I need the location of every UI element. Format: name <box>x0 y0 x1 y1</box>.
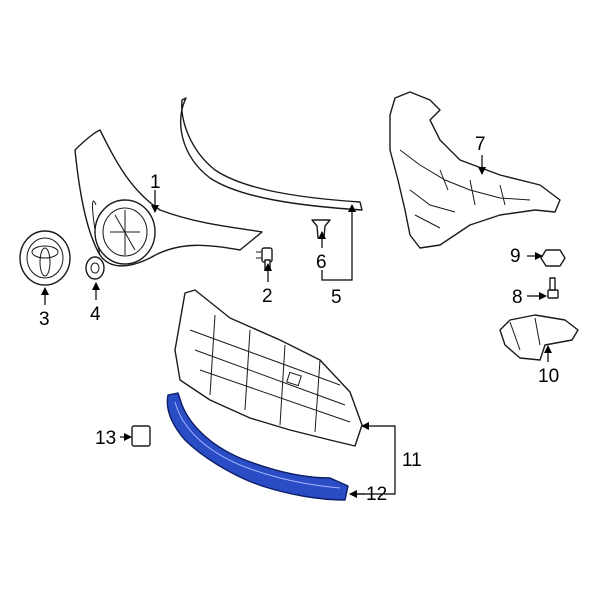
callout-9: 9 <box>510 246 521 267</box>
callout-12: 12 <box>366 484 387 505</box>
callout-13: 13 <box>95 428 116 449</box>
callout-7: 7 <box>475 134 486 155</box>
part-6-clip[interactable] <box>311 219 331 239</box>
part-7-support-bracket[interactable] <box>389 91 561 249</box>
callout-3: 3 <box>39 309 50 330</box>
callout-lines <box>41 155 552 498</box>
callout-4: 4 <box>90 304 101 325</box>
part-5-molding[interactable] <box>179 97 363 211</box>
part-4-washer[interactable] <box>85 256 105 280</box>
part-12-lower-spoiler[interactable] <box>166 392 349 501</box>
callout-10: 10 <box>538 366 559 387</box>
callout-6: 6 <box>316 252 327 273</box>
part-10-duct[interactable] <box>499 314 579 361</box>
part-11-lower-grille[interactable] <box>174 289 363 447</box>
callout-1: 1 <box>150 172 161 193</box>
part-8-stud[interactable] <box>547 277 559 299</box>
callout-2: 2 <box>262 286 273 307</box>
callout-8: 8 <box>512 287 523 308</box>
part-2-bolt[interactable] <box>256 247 273 271</box>
part-1-grille-cover[interactable] <box>74 129 263 267</box>
part-3-emblem[interactable] <box>19 230 71 286</box>
part-13-cap[interactable] <box>131 425 151 447</box>
callout-labels: 1 2 3 4 5 6 7 8 9 10 11 12 13 <box>39 134 559 505</box>
callout-11: 11 <box>402 450 422 471</box>
part-9-nut[interactable] <box>540 249 566 267</box>
callout-5: 5 <box>331 287 342 308</box>
